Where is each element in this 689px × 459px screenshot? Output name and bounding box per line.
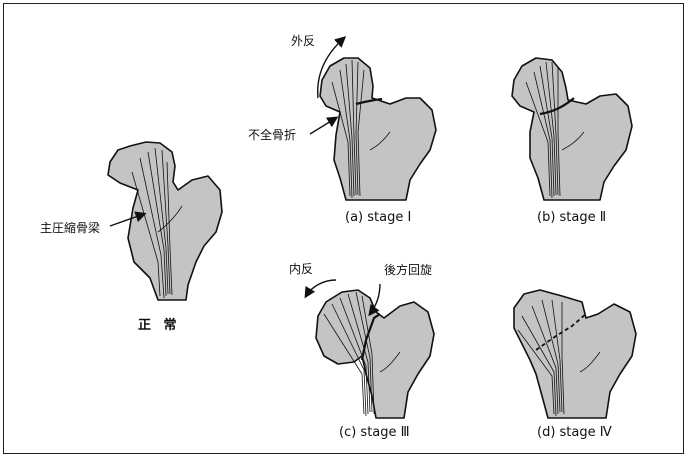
stage2-caption: (b) stage Ⅱ — [537, 210, 606, 226]
incomplete-fracture-arrow — [310, 118, 336, 134]
main-trabeculae-label: 主圧縮骨梁 — [40, 221, 100, 235]
normal-caption: 正 常 — [138, 318, 181, 334]
stage4-caption: (d) stage Ⅳ — [537, 425, 612, 441]
femur-stage-1 — [320, 58, 436, 200]
femur-stage-2 — [512, 58, 632, 200]
valgus-label: 外反 — [291, 34, 315, 48]
femur-stage-4 — [514, 290, 636, 418]
varus-label: 内反 — [289, 262, 313, 276]
stage3-caption: (c) stage Ⅲ — [339, 425, 410, 441]
stage1-caption: (a) stage Ⅰ — [345, 210, 411, 226]
varus-arrow — [306, 280, 336, 296]
posterior-rotation-label: 後方回旋 — [384, 263, 432, 277]
femur-stage-3 — [316, 290, 434, 418]
incomplete-fracture-label: 不全骨折 — [248, 128, 296, 142]
